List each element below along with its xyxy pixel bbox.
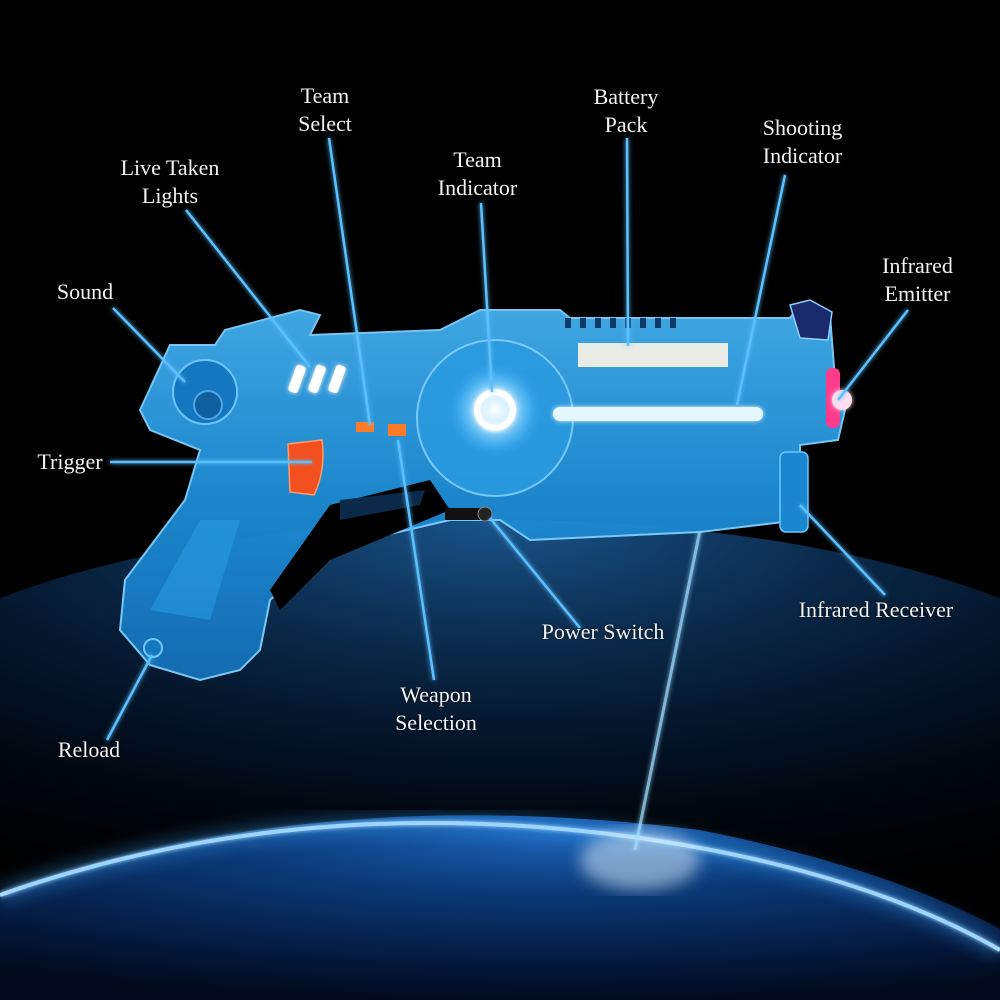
label-weapon-selection: Weapon Selection (395, 682, 477, 735)
reload-button-part (143, 638, 163, 658)
label-shooting-indicator: Shooting Indicator (762, 115, 843, 168)
weapon-selection-button (388, 424, 406, 436)
blaster-illustration (118, 299, 852, 682)
battery-pack-panel (578, 343, 728, 367)
label-infrared-receiver: Infrared Receiver (798, 597, 954, 622)
leader-lines (105, 137, 909, 741)
label-reload: Reload (57, 737, 121, 762)
power-switch-part (445, 508, 483, 520)
light-beam (633, 529, 702, 851)
trigger-part (287, 439, 324, 496)
shooting-indicator-bar (553, 407, 763, 421)
team-indicator-light (445, 360, 545, 460)
label-sound: Sound (56, 279, 114, 304)
label-live-taken-lights: Live Taken Lights (120, 155, 220, 208)
label-trigger: Trigger (37, 449, 103, 474)
label-team-select: Team Select (298, 83, 352, 136)
label-team-indicator: Team Indicator (437, 147, 518, 200)
label-power-switch: Power Switch (541, 619, 665, 644)
team-select-button (356, 422, 374, 432)
label-battery-pack: Battery Pack (593, 84, 659, 137)
label-infrared-emitter: Infrared Emitter (882, 253, 953, 306)
infrared-receiver-part (779, 451, 809, 533)
live-taken-lights-leds (288, 364, 346, 394)
